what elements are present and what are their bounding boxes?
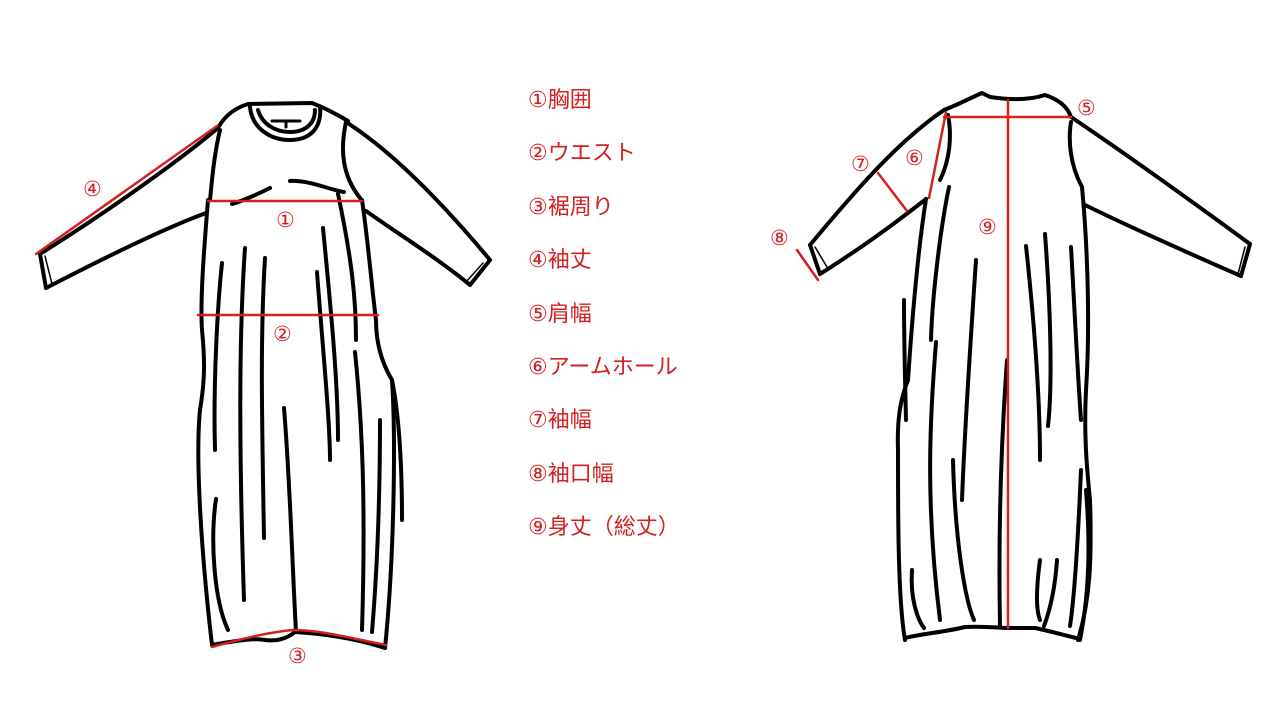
legend-item-sleeve-width: ⑦袖幅 <box>528 408 592 434</box>
marker-7: ⑦ <box>851 152 870 176</box>
legend-item-shoulder-width: ⑤肩幅 <box>528 301 592 327</box>
marker-5: ⑤ <box>1077 96 1096 120</box>
marker-1: ① <box>276 208 295 232</box>
marker-8: ⑧ <box>770 226 789 250</box>
marker-2: ② <box>273 322 292 346</box>
legend-item-armhole: ⑥アームホール <box>528 354 678 380</box>
measure-line-sleeve-length <box>34 124 219 256</box>
legend-item-sleeve-length: ④袖丈 <box>528 248 592 274</box>
measure-line-sleeve-width <box>876 171 909 213</box>
measure-line-hem <box>210 628 388 649</box>
measurement-legend: ①胸囲 ②ウエスト ③裾周り ④袖丈 ⑤肩幅 ⑥アームホール ⑦袖幅 ⑧袖口幅 … <box>528 88 680 569</box>
measure-line-armhole <box>927 110 948 200</box>
legend-item-total-length: ⑨身丈（総丈） <box>528 515 680 541</box>
marker-3: ③ <box>288 644 307 668</box>
legend-item-waist: ②ウエスト <box>528 141 636 167</box>
measure-line-cuff-width <box>795 248 820 282</box>
marker-4: ④ <box>83 177 102 201</box>
legend-item-cuff-width: ⑧袖口幅 <box>528 461 614 487</box>
marker-6: ⑥ <box>905 146 924 170</box>
legend-item-bust: ①胸囲 <box>528 88 592 113</box>
marker-9: ⑨ <box>978 215 997 239</box>
legend-item-hem: ③裾周り <box>528 194 614 220</box>
